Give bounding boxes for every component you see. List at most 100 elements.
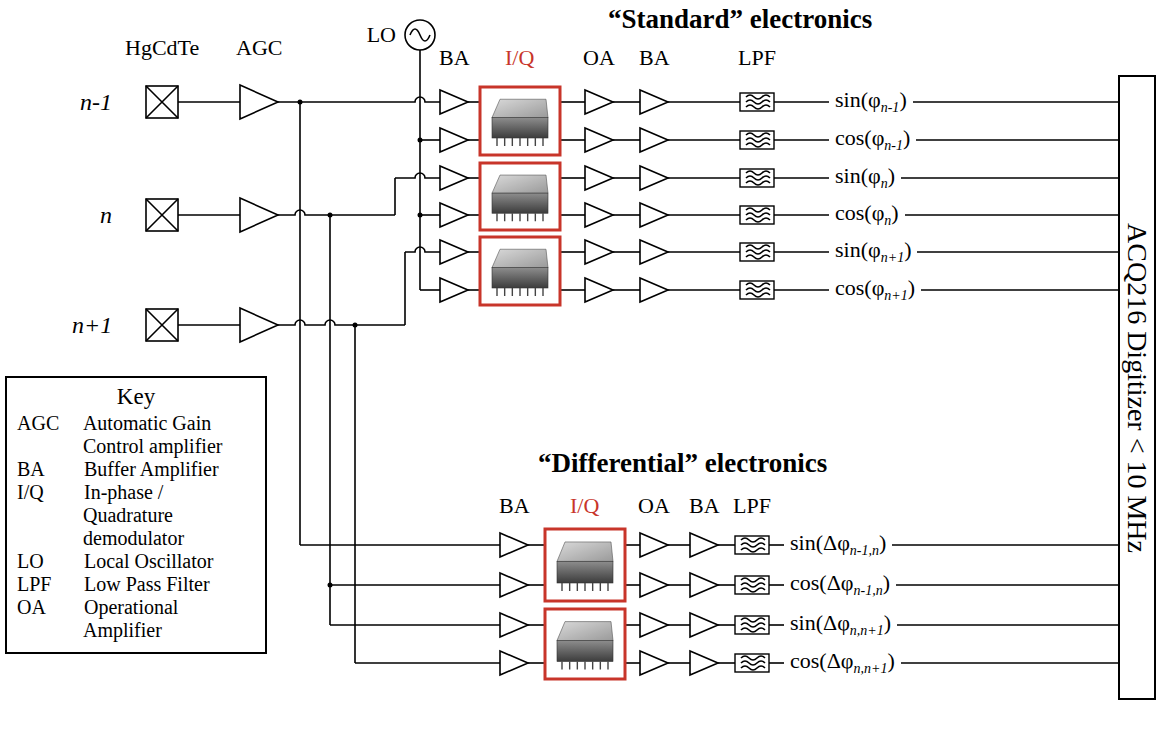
signal-wire [774,177,829,179]
filter-wave [746,181,770,185]
signal-wire [560,139,585,141]
signal-wire [774,214,829,216]
signal-name: sin(φn-1) [835,88,907,115]
signal-wire [774,139,829,141]
agc-amplifier [240,198,278,232]
operational-amplifier [640,573,668,597]
signal-wire [560,251,585,253]
signal-wire [178,101,240,103]
iq-chip-pin [592,583,593,591]
iq-demodulator-frame [480,163,560,230]
lowpass-filter-symbol [740,93,774,111]
iq-chip-pin [561,583,562,591]
detector-cross [146,86,178,118]
junction-dot [298,100,303,105]
iq-chip-pin [577,583,578,591]
signal-wire [668,624,690,626]
filter-wave [746,95,770,99]
signal-wire [668,214,740,216]
filter-wave [746,100,770,104]
buffer-amplifier [690,651,718,675]
signal-wire [668,544,690,546]
operational-amplifier [585,240,613,264]
key-entry: I/Q In-phase / Quadrature demodulator [17,481,255,550]
junction-dot [328,213,333,218]
iq-chip-pin [542,138,543,146]
signal-wire [405,247,440,252]
iq-chip-body [492,193,548,213]
column-header: OA [583,46,615,70]
lowpass-filter-symbol [735,616,769,634]
signal-wire [901,177,1118,179]
signal-wire [718,624,735,626]
iq-chip-top [557,622,613,641]
iq-chip-pin [512,138,513,146]
iq-chip-pin [504,138,505,146]
iq-chip-pin [577,662,578,670]
signal-wire [468,214,480,216]
filter-wave [746,288,770,292]
signal-wire [613,177,640,179]
signal-wire [613,214,640,216]
column-header: I/Q [570,494,599,518]
signal-wire [774,289,829,291]
signal-wire [468,177,480,179]
filter-wave [746,255,770,259]
filter-wave [741,583,765,587]
buffer-amplifier [500,613,528,637]
lowpass-filter-symbol [740,131,774,149]
signal-wire [668,662,690,664]
iq-chip-body [492,268,548,288]
signal-wire [560,177,585,179]
filter-wave [741,666,765,670]
lowpass-filter-symbol [735,576,769,594]
buffer-amplifier [440,240,468,264]
column-header: BA [639,46,670,70]
iq-chip-pin [535,138,536,146]
iq-chip-pin [569,662,570,670]
iq-chip-pin [607,662,608,670]
column-header: LPF [733,494,771,518]
agc-amplifier [240,308,278,342]
signal-wire [404,252,406,325]
key-entry: LO Local Oscillator [17,550,255,573]
signal-name: cos(φn-1) [835,126,910,153]
signal-wire [668,584,690,586]
signal-wire [468,139,480,141]
signal-wire [921,289,1118,291]
detector-symbol [146,199,178,231]
filter-wave [746,133,770,137]
column-header: LPF [738,46,776,70]
signal-wire [769,662,784,664]
filter-wave [741,548,765,552]
iq-chip-pin [504,288,505,296]
lowpass-filter-symbol [740,169,774,187]
signal-wire [718,544,735,546]
signal-wire [892,544,1118,546]
iq-chip-pin [496,288,497,296]
iq-demodulator-frame [545,609,625,679]
iq-chip-pin [496,213,497,221]
filter-wave [746,171,770,175]
operational-amplifier [640,533,668,557]
detector-cross [146,309,178,341]
iq-chip-pin [535,213,536,221]
key-box: KeyAGC Automatic Gain Control amplifierB… [5,376,267,654]
iq-chip-pin [600,583,601,591]
iq-chip-body [557,641,613,662]
signal-wire [625,544,640,546]
signal-wire [420,139,440,141]
signal-name: cos(φn) [835,201,899,228]
filter-wave [746,143,770,147]
signal-wire [468,251,480,253]
signal-wire [420,289,440,291]
buffer-amplifier [440,278,468,302]
iq-chip-pin [527,213,528,221]
signal-name: sin(Δφn,n+1) [790,611,891,638]
filter-wave [741,588,765,592]
filter-wave [741,538,765,542]
signal-wire [625,662,640,664]
signal-wire [916,139,1118,141]
buffer-amplifier [640,166,668,190]
signal-wire [769,544,784,546]
